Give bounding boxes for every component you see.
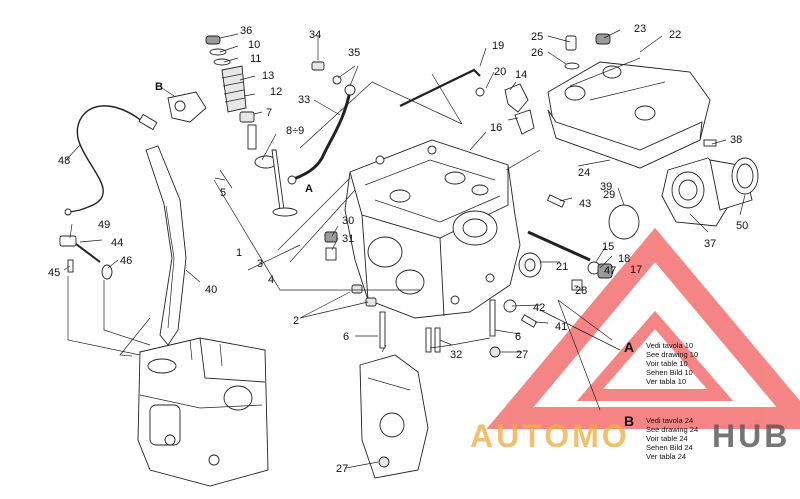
callout-32: 32 (450, 349, 462, 361)
note-b-line-1: Vedi tavola 24 (646, 416, 693, 425)
valve-assembly (205, 35, 298, 217)
callout-12: 12 (270, 86, 282, 98)
note-a-line-1: Vedi tavola 10 (646, 341, 693, 350)
decompressor-cable (64, 105, 158, 216)
callout-6-b: 6 (515, 331, 521, 343)
ref-a-label: A (624, 339, 634, 355)
callout-7: 7 (266, 107, 272, 119)
callout-11: 11 (250, 53, 261, 65)
callout-42: 42 (533, 302, 545, 314)
callout-39: 39 (600, 181, 612, 193)
callout-26: 26 (531, 47, 543, 59)
note-a-line-4: Sehen Bild 10 (646, 368, 693, 377)
callout-45: 45 (48, 267, 60, 279)
watermark-text: AUTOMO HUB (470, 418, 790, 454)
valve-cover (547, 57, 711, 169)
callout-43: 43 (579, 198, 591, 210)
callout-47: 47 (604, 265, 616, 277)
note-b-line-4: Sehen Bild 24 (646, 443, 693, 452)
callout-29: 29 (603, 189, 615, 201)
callout-1: 1 (236, 247, 242, 259)
note-b-line-3: Voir table 24 (646, 434, 688, 443)
callout-36: 36 (240, 25, 252, 37)
callouts: 1 2 3 4 5 6 6 7 8÷9 10 11 12 13 14 15 16… (48, 23, 748, 475)
callout-48: 48 (58, 155, 70, 167)
callout-44: 44 (111, 237, 123, 249)
callout-28: 28 (575, 285, 587, 297)
oil-pipe (287, 61, 356, 185)
callout-6-a: 6 (343, 331, 349, 343)
callout-13: 13 (262, 70, 274, 82)
callout-19: 19 (492, 40, 504, 52)
crankcase-fragment (359, 344, 429, 479)
note-a-line-3: Voir table 10 (646, 359, 688, 368)
note-a-line-5: Ver tabla 10 (646, 377, 686, 386)
callout-8-9: 8÷9 (286, 125, 304, 137)
cylinder-head (344, 139, 521, 319)
callout-14: 14 (515, 69, 527, 81)
callout-3: 3 (257, 258, 263, 270)
reference-note-a: A Vedi tavola 10 See drawing 10 Voir tab… (624, 339, 698, 386)
watermark-logo (486, 227, 800, 429)
callout-16: 16 (490, 122, 502, 134)
callout-18: 18 (618, 253, 630, 265)
rocker-arm (167, 91, 207, 123)
breather-pipe (399, 68, 485, 107)
callout-20: 20 (494, 66, 506, 78)
callout-37: 37 (704, 238, 716, 250)
leader-lines (63, 29, 746, 469)
ref-b-label: B (624, 413, 634, 429)
callout-23: 23 (634, 23, 646, 35)
small-parts (59, 33, 717, 468)
callout-30: 30 (342, 215, 354, 227)
callout-31: 31 (342, 233, 354, 245)
callout-46: 46 (120, 255, 132, 267)
callout-10: 10 (248, 39, 260, 51)
callout-21: 21 (556, 261, 568, 273)
callout-25: 25 (531, 31, 543, 43)
note-b-line-5: Ver tabla 24 (646, 452, 686, 461)
callout-24: 24 (578, 167, 590, 179)
callout-2: 2 (293, 315, 299, 327)
callout-27-b: 27 (336, 463, 348, 475)
callout-27-a: 27 (516, 349, 528, 361)
callout-5: 5 (220, 187, 226, 199)
chain-tensioner (145, 145, 187, 346)
callout-35: 35 (348, 47, 360, 59)
callout-41: 41 (555, 321, 567, 333)
note-b-line-2: See drawing 24 (646, 425, 698, 434)
intake-manifold (608, 157, 759, 240)
callout-49: 49 (98, 219, 110, 231)
cylinder-block (137, 337, 269, 487)
watermark-text-right: HUB (712, 418, 790, 454)
watermark-text-left: AUTOMO (470, 418, 630, 454)
callout-38: 38 (730, 134, 742, 146)
callout-15: 15 (602, 241, 614, 253)
reference-note-b: B Vedi tavola 24 See drawing 24 Voir tab… (624, 413, 698, 461)
callout-22: 22 (669, 29, 681, 41)
callout-17: 17 (630, 264, 642, 276)
callout-50: 50 (736, 220, 748, 232)
callout-4: 4 (268, 274, 274, 286)
ref-b-rocker: B (155, 81, 163, 93)
callout-34: 34 (309, 29, 321, 41)
note-a-line-2: See drawing 10 (646, 350, 698, 359)
callout-33: 33 (298, 94, 310, 106)
callout-40: 40 (205, 284, 217, 296)
ref-a-pipe: A (305, 183, 313, 195)
